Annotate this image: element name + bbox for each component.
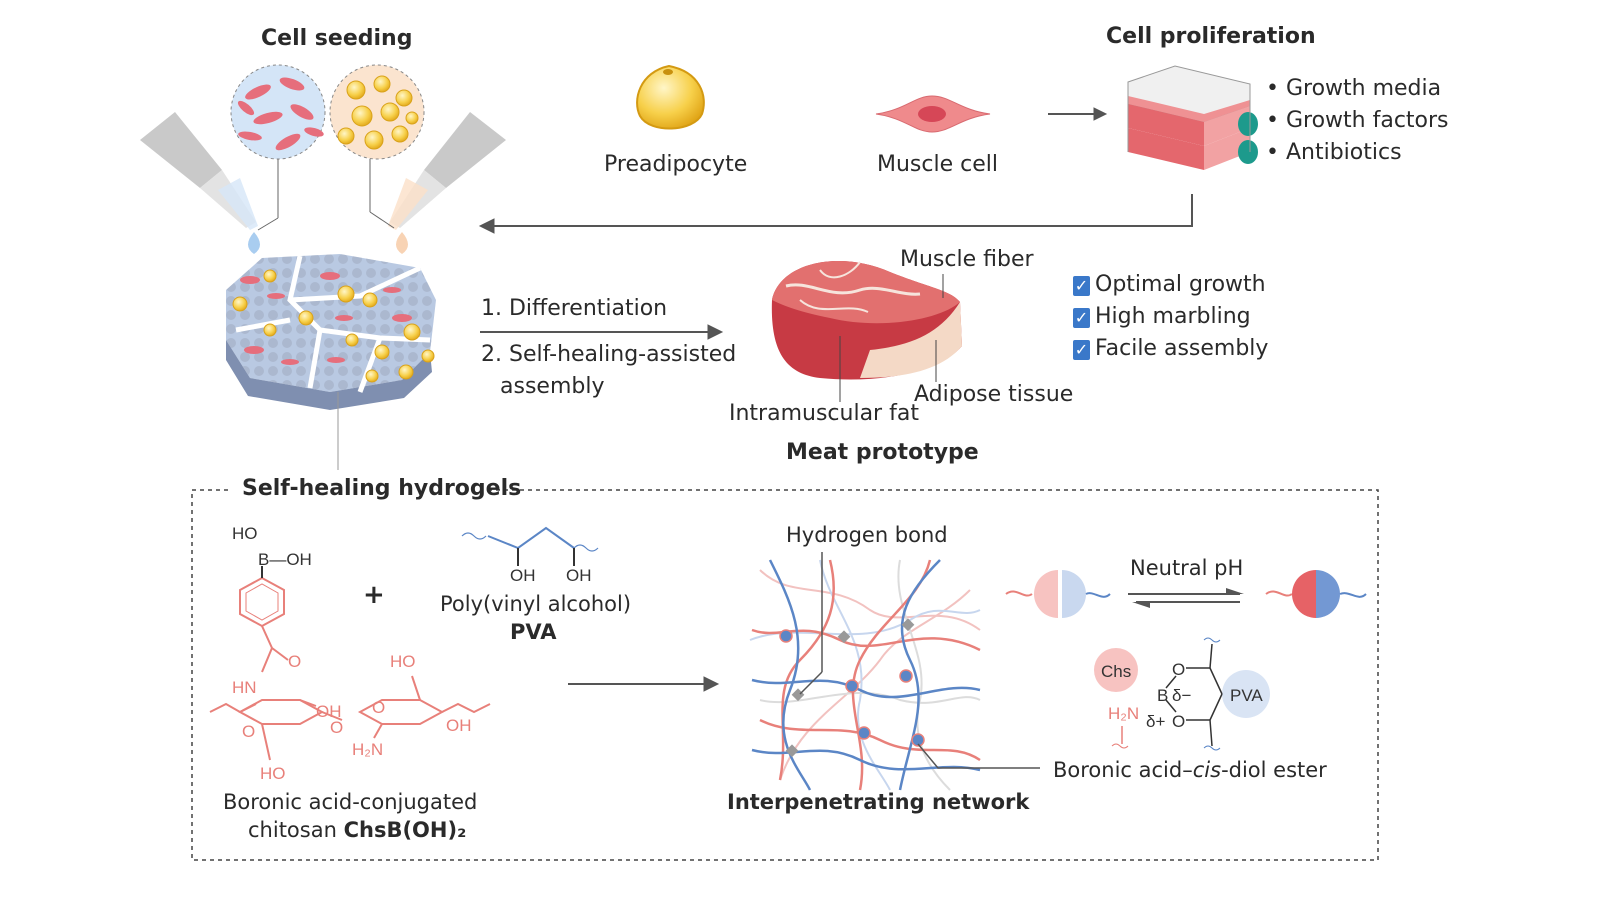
check-icon: ✓: [1073, 276, 1090, 296]
ho-label: HO: [232, 524, 258, 543]
adipose-tissue-label: Adipose tissue: [914, 382, 1074, 407]
muscle-cell-label: Muscle cell: [877, 152, 998, 177]
bullet-growth-media: • Growth media: [1266, 76, 1442, 101]
check-facile-assembly: Facile assembly: [1095, 336, 1269, 361]
cell-seeding-illustration: [140, 64, 506, 470]
delta-minus-label: δ−: [1172, 686, 1192, 705]
neutral-ph-label: Neutral pH: [1130, 556, 1244, 580]
pva-name: Poly(vinyl alcohol): [440, 592, 632, 616]
differentiation-arrow: [480, 324, 724, 340]
oh-label-1: OH: [316, 702, 342, 721]
check-icon: ✓: [1073, 308, 1090, 328]
ester-label-part2: -diol ester: [1221, 758, 1327, 782]
pva-structure: [461, 526, 599, 566]
muscle-cell-icon: [875, 95, 991, 133]
ho-label-2: HO: [390, 652, 416, 671]
chitosan-name-text: chitosan: [248, 818, 344, 842]
check-optimal-growth: Optimal growth: [1095, 272, 1266, 297]
ester-label-cis: cis: [1192, 758, 1222, 782]
oh-label-2: OH: [446, 716, 472, 735]
bullet-growth-factors: • Growth factors: [1266, 108, 1449, 133]
ring-o-label-1: O: [242, 722, 256, 741]
chitosan-name-line2: chitosan ChsB(OH)₂: [248, 818, 466, 842]
pva-abbr: PVA: [510, 620, 557, 644]
pva-oh-label-1: OH: [510, 566, 536, 585]
ester-h2n-label: H₂N: [1108, 704, 1140, 723]
step-assembly-line1: 2. Self-healing-assisted: [481, 342, 737, 367]
cell-seeding-title: Cell seeding: [261, 26, 413, 51]
meat-prototype-title: Meat prototype: [786, 440, 979, 465]
preadipocyte-label: Preadipocyte: [604, 152, 748, 177]
return-arrow: [478, 194, 1193, 234]
boronic-ester-structure: [1094, 637, 1270, 751]
step-assembly-line2: assembly: [500, 374, 605, 399]
plus-sign: +: [363, 580, 385, 610]
network-illustration: [749, 552, 1040, 791]
hydrogels-box: [191, 489, 1379, 861]
equilibrium-illustration: [1005, 570, 1367, 618]
chs-circle-label: Chs: [1101, 662, 1132, 681]
muscle-fiber-label: Muscle fiber: [900, 247, 1034, 272]
bullet-antibiotics: • Antibiotics: [1266, 140, 1402, 165]
ester-o-label-2: O: [1172, 712, 1186, 731]
ester-label: Boronic acid–cis-diol ester: [1053, 758, 1327, 782]
check-high-marbling: High marbling: [1095, 304, 1251, 329]
link-o-label: O: [330, 718, 344, 737]
arrow-to-flask: [1048, 107, 1108, 121]
hn-label: HN: [232, 678, 257, 697]
boron-label: B: [1157, 686, 1169, 705]
b-oh-label: B—OH: [258, 550, 312, 569]
hydrogels-box-title: Self-healing hydrogels: [242, 476, 522, 501]
arrow-to-network: [568, 676, 720, 692]
ester-label-part1: Boronic acid–: [1053, 758, 1193, 782]
pva-oh-label-2: OH: [566, 566, 592, 585]
chitosan-name-line1: Boronic acid-conjugated: [223, 790, 478, 814]
step-differentiation: 1. Differentiation: [481, 296, 668, 321]
ho-label-3: HO: [260, 764, 286, 783]
delta-plus-label: δ+: [1146, 712, 1166, 731]
chitosan-structure: [209, 566, 491, 761]
chitosan-formula: ChsB(OH)₂: [343, 818, 467, 842]
culture-flasks-icon: [1127, 65, 1258, 170]
hydrogen-bond-label: Hydrogen bond: [786, 523, 948, 547]
cell-proliferation-title: Cell proliferation: [1106, 24, 1316, 49]
ring-o-label-2: O: [372, 698, 386, 717]
meat-steak-icon: [771, 261, 962, 402]
intramuscular-fat-label: Intramuscular fat: [729, 401, 919, 426]
interpenetrating-network-title: Interpenetrating network: [727, 790, 1030, 814]
h2n-label: H₂N: [352, 740, 384, 759]
ester-o-label-1: O: [1172, 660, 1186, 679]
pva-circle-label: PVA: [1230, 686, 1263, 705]
check-icon: ✓: [1073, 340, 1090, 360]
carbonyl-o-label: O: [288, 652, 302, 671]
preadipocyte-icon: [636, 64, 705, 130]
